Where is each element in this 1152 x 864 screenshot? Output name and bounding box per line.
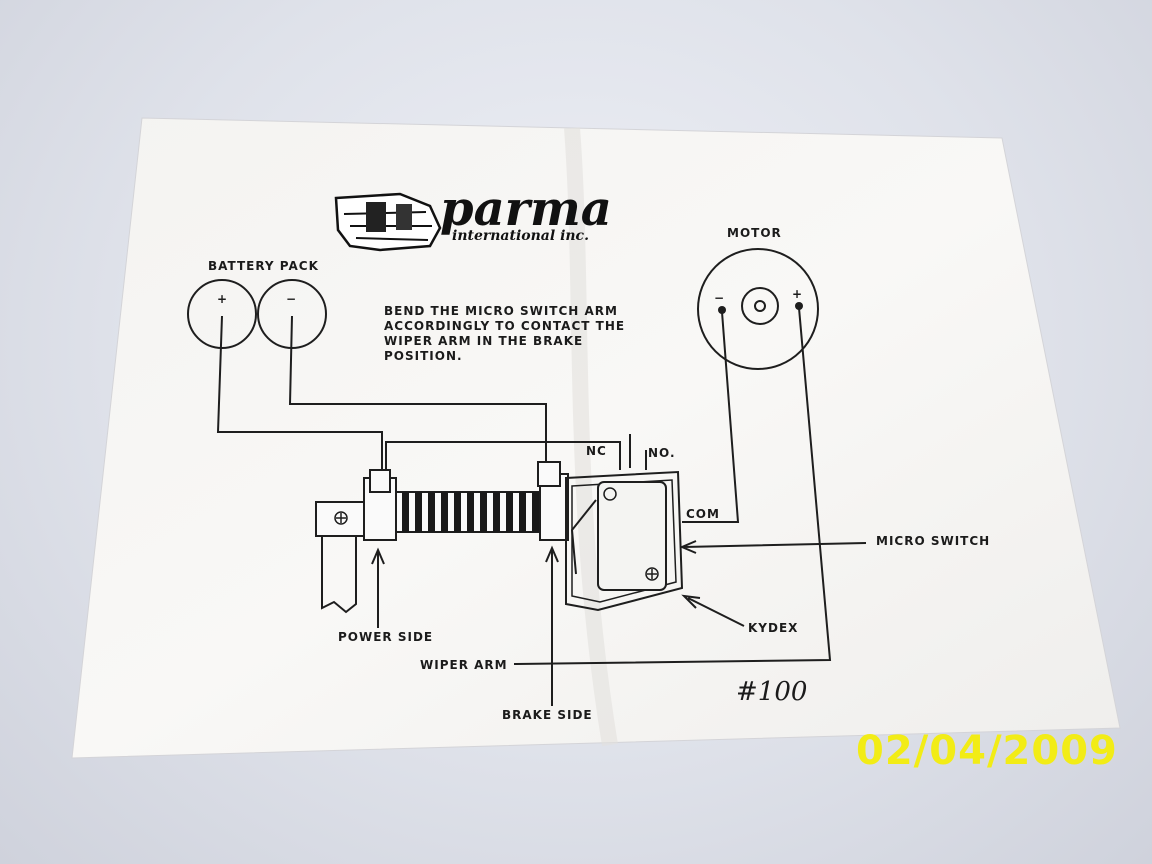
micro-switch-body bbox=[597, 481, 667, 591]
switch-screw-top-icon bbox=[603, 487, 617, 501]
motor-positive-wire bbox=[515, 307, 832, 665]
micro-switch-label: MICRO SWITCH bbox=[876, 534, 990, 548]
battery-positive-cell bbox=[187, 279, 257, 349]
motor-shaft-inner bbox=[754, 300, 766, 312]
instruction-line-1: BEND THE MICRO SWITCH ARM bbox=[384, 304, 618, 318]
motor-label: MOTOR bbox=[727, 226, 782, 240]
brand-subtitle: international inc. bbox=[452, 228, 589, 244]
battery-negative-wire bbox=[288, 315, 547, 466]
wiring bbox=[216, 307, 832, 665]
no-label: NO. bbox=[648, 446, 676, 460]
paper-sheet bbox=[71, 117, 1121, 759]
coil-windings bbox=[402, 492, 539, 532]
motor-minus-symbol: − bbox=[714, 291, 725, 305]
brake-connector bbox=[537, 461, 561, 487]
kydex-arrow bbox=[681, 594, 745, 627]
battery-pack-label: BATTERY PACK bbox=[208, 259, 319, 273]
nc-wire bbox=[385, 441, 621, 470]
motor-body bbox=[697, 248, 819, 370]
race-car-icon bbox=[334, 192, 442, 252]
instruction-line-2: ACCORDINGLY TO CONTACT THE bbox=[384, 319, 625, 333]
battery-minus-symbol: − bbox=[286, 292, 297, 306]
no-wire bbox=[629, 434, 647, 470]
switch-lever bbox=[570, 499, 597, 575]
switch-screw-bottom-icon bbox=[645, 567, 659, 581]
bracket-screw-icon bbox=[334, 511, 348, 525]
battery-plus-symbol: + bbox=[217, 292, 228, 306]
power-side-arrow bbox=[371, 547, 385, 628]
micro-switch-arrow bbox=[679, 540, 867, 554]
motor-shaft-outer bbox=[741, 287, 779, 325]
part-number: #100 bbox=[736, 677, 807, 707]
power-connector bbox=[369, 469, 391, 493]
instruction-line-4: POSITION. bbox=[384, 349, 463, 363]
brake-side-label: BRAKE SIDE bbox=[502, 708, 593, 722]
motor-plus-symbol: + bbox=[792, 287, 803, 301]
motor: MOTOR − + bbox=[697, 226, 819, 370]
com-wire bbox=[682, 311, 740, 523]
nc-label: NC bbox=[586, 444, 607, 458]
micro-switch-assembly bbox=[514, 470, 867, 665]
wiper-assembly bbox=[315, 461, 569, 706]
instruction-line-3: WIPER ARM IN THE BRAKE bbox=[384, 334, 583, 348]
battery-positive-wire bbox=[216, 315, 383, 478]
wiper-arm-label: WIPER ARM bbox=[420, 658, 508, 672]
kydex-label: KYDEX bbox=[748, 621, 798, 635]
motor-negative-terminal bbox=[718, 306, 726, 314]
chassis-leg bbox=[321, 536, 357, 614]
motor-positive-terminal bbox=[795, 302, 803, 310]
brand-name: parma bbox=[440, 181, 612, 237]
parma-logo: parma international inc. bbox=[334, 181, 612, 252]
instruction-text: BEND THE MICRO SWITCH ARM ACCORDINGLY TO… bbox=[384, 304, 625, 363]
date-stamp: 02/04/2009 bbox=[856, 728, 1118, 774]
fold-crease bbox=[564, 127, 618, 747]
brake-side-arrow bbox=[545, 545, 559, 706]
com-label: COM bbox=[686, 507, 720, 521]
kydex-plate bbox=[565, 470, 684, 612]
power-side-label: POWER SIDE bbox=[338, 630, 433, 644]
